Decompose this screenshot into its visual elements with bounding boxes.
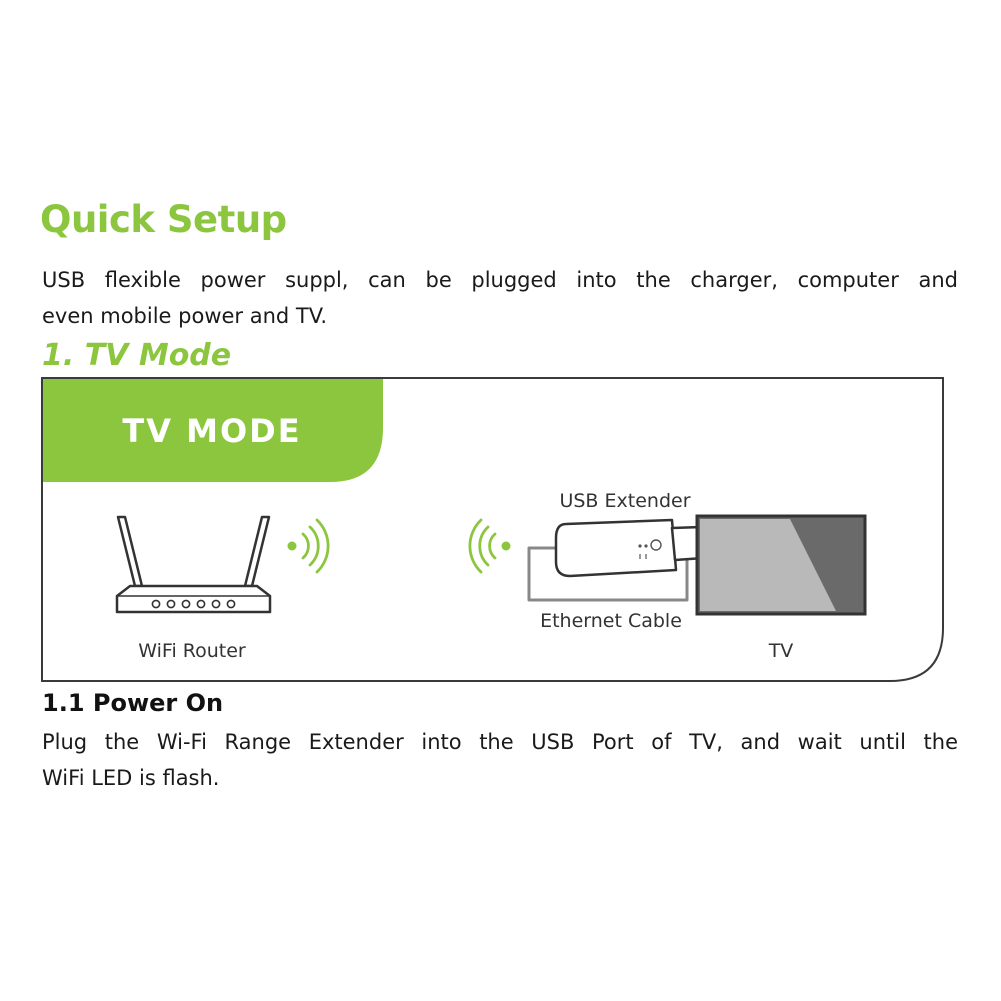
section-heading: 1. TV Mode — [42, 338, 232, 373]
tv-icon — [695, 514, 867, 616]
banner-label: TV MODE — [122, 412, 301, 450]
extender-label: USB Extender — [559, 490, 690, 512]
router-label: WiFi Router — [138, 640, 246, 662]
intro-line-2: even mobile power and TV. — [42, 304, 328, 328]
router-icon — [115, 515, 272, 614]
wifi-signal-right-icon — [287, 518, 330, 574]
banner-shape — [43, 379, 383, 482]
tv-label: TV — [768, 640, 794, 662]
intro-line-1: USB flexible power suppl, can be plugged… — [42, 268, 958, 292]
intro-paragraph: USB flexible power suppl, can be plugged… — [42, 262, 958, 334]
power-on-paragraph: Plug the Wi-Fi Range Extender into the U… — [42, 724, 958, 796]
subsection-heading: 1.1 Power On — [42, 689, 224, 717]
cable-label: Ethernet Cable — [540, 610, 682, 632]
wifi-signal-left-icon — [468, 518, 511, 574]
power-on-line-1: Plug the Wi-Fi Range Extender into the U… — [42, 730, 958, 754]
page-title: Quick Setup — [40, 198, 287, 241]
power-on-line-2: WiFi LED is flash. — [42, 766, 220, 790]
